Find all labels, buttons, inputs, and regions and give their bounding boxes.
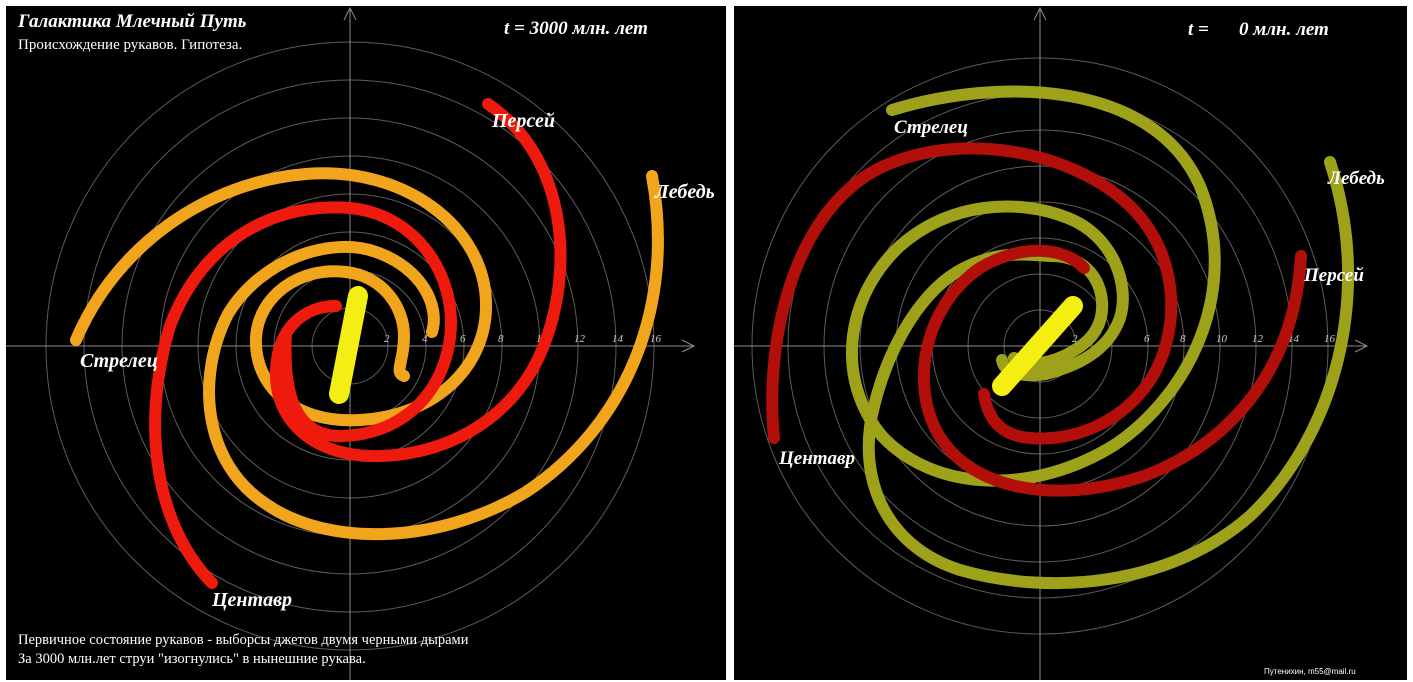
right-label-centaurus: Центавр [778, 448, 855, 469]
left-tick-label: 4 [422, 333, 428, 345]
right-tick-label: 2 [1072, 333, 1078, 345]
left-tick-label: 6 [460, 333, 466, 345]
right-label-sagittarius: Стрелец [894, 117, 968, 138]
right-y-arrow [1033, 6, 1047, 21]
left-label-sagittarius: Стрелец [80, 350, 158, 372]
right-time-value: 0 млн. лет [1239, 19, 1329, 40]
left-tick-label: 14 [612, 333, 624, 345]
right-arm-sagittarius [845, 85, 1221, 487]
right-spiral-arms [766, 85, 1355, 590]
left-x-arrow [681, 339, 696, 353]
left-time-label: t = 3000 млн. лет [504, 18, 648, 39]
right-tick-label: 12 [1252, 333, 1264, 345]
left-jet-bar [329, 286, 368, 404]
left-label-cygnus: Лебедь [654, 181, 715, 203]
right-arm-cygnus [862, 156, 1355, 590]
right-label-perseus: Персей [1303, 265, 1364, 286]
left-spiral-arms [70, 98, 664, 589]
right-tick-label: 6 [1144, 333, 1150, 345]
left-label-centaurus: Центавр [211, 589, 292, 611]
left-tick-label: 8 [498, 333, 504, 345]
left-note-line2: За 3000 млн.лет струи "изогнулись" в нын… [18, 651, 366, 667]
left-note-line1: Первичное состояние рукавов - выборсы дж… [18, 632, 469, 648]
left-label-perseus: Персей [491, 110, 555, 132]
right-label-cygnus: Лебедь [1327, 168, 1385, 189]
left-arm-sagittarius [70, 167, 493, 427]
left-arm-perseus [269, 98, 567, 463]
left-tick-label: 16 [650, 333, 662, 345]
right-arm-perseus [917, 244, 1307, 497]
left-subtitle: Происхождение рукавов. Гипотеза. [18, 37, 242, 53]
right-tick-label: 8 [1180, 333, 1186, 345]
left-title: Галактика Млечный Путь [17, 11, 247, 32]
right-credit: Путенихин, m55@mail.ru [1264, 667, 1356, 676]
left-y-arrow [343, 6, 357, 21]
right-arm-centaurus [766, 142, 1178, 445]
left-tick-label: 2 [384, 333, 390, 345]
right-tick-label: 14 [1288, 333, 1300, 345]
left-arm-centaurus [149, 201, 457, 589]
right-jet-bar [992, 296, 1083, 396]
right-x-arrow [1354, 339, 1369, 353]
left-tick-label: 12 [574, 333, 586, 345]
right-time-prefix: t = [1188, 19, 1209, 40]
right-tick-label: 16 [1324, 333, 1336, 345]
right-tick-label: 10 [1216, 333, 1228, 345]
left-arm-cygnus [203, 170, 664, 541]
